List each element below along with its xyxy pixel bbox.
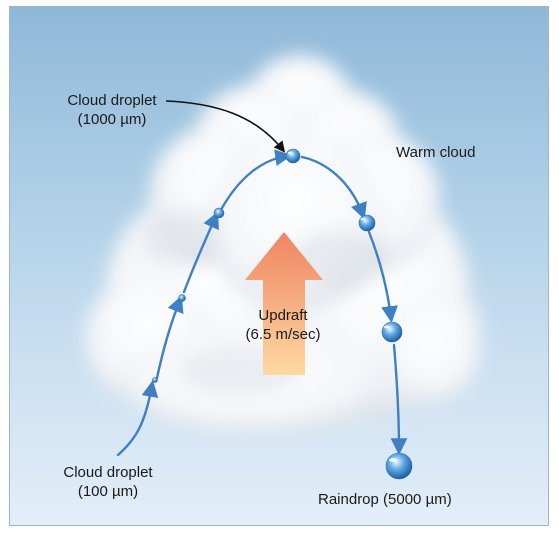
label-updraft-line2: (6.5 m/sec): [245, 326, 321, 343]
trajectory-segment-1: [116, 380, 159, 457]
trajectory-segment-3: [182, 211, 219, 294]
label-warm-cloud: Warm cloud: [396, 144, 476, 161]
leader-line: [165, 100, 286, 153]
label-bottom-line1: Cloud droplet: [63, 464, 153, 481]
label-raindrop: Raindrop (5000 µm): [318, 491, 452, 508]
droplet-highlights: [287, 151, 397, 462]
raindrop-5000um: [385, 452, 413, 480]
trajectory-segment-5: [300, 155, 367, 220]
label-top-line2: (1000 µm): [77, 111, 147, 128]
label-top-line1: Cloud droplet: [67, 92, 157, 109]
trajectory-segment-2: [155, 295, 184, 380]
droplet-falling-1: [358, 214, 376, 232]
droplet-trajectory: [116, 149, 408, 457]
label-bottom-line2: (100 µm): [77, 483, 139, 500]
droplet-small-2: [178, 294, 186, 302]
label-updraft-line1: Updraft: [258, 307, 308, 324]
droplet-100um: [152, 377, 158, 383]
trajectory-segment-6: [367, 230, 398, 324]
droplet-small-3: [213, 207, 225, 219]
trajectory-segment-4: [220, 149, 292, 210]
label-cloud-droplet-100: Cloud droplet (100 µm): [48, 463, 168, 501]
droplet-1000um: [285, 148, 301, 164]
trajectory-segment-7: [390, 343, 408, 456]
updraft-arrow: [245, 232, 323, 375]
label-updraft: Updraft (6.5 m/sec): [228, 306, 338, 344]
label-cloud-droplet-1000: Cloud droplet (1000 µm): [52, 91, 172, 129]
droplet-falling-2: [381, 321, 403, 343]
